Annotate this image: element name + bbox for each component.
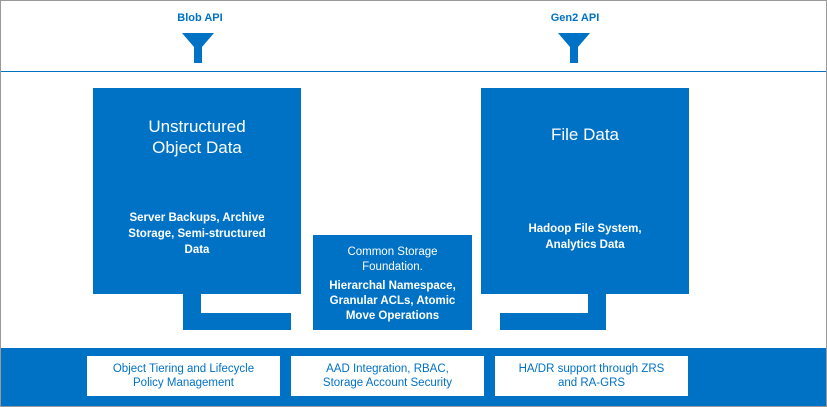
unstructured-title: Unstructured Object Data bbox=[148, 117, 246, 157]
file-data-title: File Data bbox=[550, 125, 620, 144]
file-data-connector-foot bbox=[500, 313, 606, 330]
blob-api-label: Blob API bbox=[177, 12, 223, 24]
feature-tiering-lifecycle: Object Tiering and Lifecycle Policy Mana… bbox=[87, 356, 280, 396]
features-band: Object Tiering and Lifecycle Policy Mana… bbox=[1, 348, 826, 406]
common-storage-description: Hierarchal Namespace, Granular ACLs, Ato… bbox=[329, 280, 456, 322]
feature-aad-security: AAD Integration, RBAC, Storage Account S… bbox=[291, 356, 484, 396]
file-data-box: File Data Hadoop File System, Analytics … bbox=[481, 88, 689, 294]
unstructured-object-data-box: Unstructured Object Data Server Backups,… bbox=[93, 88, 301, 294]
unstructured-description: Server Backups, Archive Storage, Semi-st… bbox=[128, 212, 266, 256]
feature-ha-dr: HA/DR support through ZRS and RA-GRS bbox=[495, 356, 688, 396]
common-storage-title: Common Storage Foundation. bbox=[347, 246, 438, 273]
file-data-description: Hadoop File System, Analytics Data bbox=[528, 223, 642, 251]
common-storage-foundation-box: Common Storage Foundation. Hierarchal Na… bbox=[313, 235, 472, 330]
storage-panel: Unstructured Object Data Server Backups,… bbox=[1, 71, 826, 406]
blob-api-funnel-icon bbox=[182, 33, 214, 63]
unstructured-connector-foot bbox=[183, 313, 291, 330]
gen2-api-label: Gen2 API bbox=[550, 12, 600, 24]
gen2-api-funnel-icon bbox=[558, 33, 590, 63]
